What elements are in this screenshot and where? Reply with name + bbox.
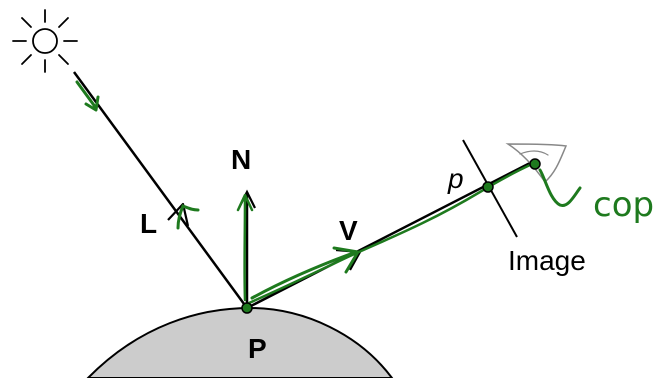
view-vector-annotation — [250, 246, 360, 300]
surface-sphere — [86, 306, 394, 378]
light-vector-annotation — [176, 204, 200, 230]
cop-label: cop — [593, 185, 654, 225]
normal-vector-annotation — [236, 193, 254, 302]
view-ray-annotation — [247, 163, 532, 305]
image-point-dot — [482, 181, 494, 193]
light-vector-label: L — [140, 208, 157, 239]
eye-icon — [505, 143, 568, 184]
view-vector-label: V — [339, 215, 358, 246]
image-point-label: p — [447, 163, 464, 194]
surface-point-dot — [241, 302, 253, 314]
normal-vector-label: N — [231, 144, 251, 175]
image-plane-label: Image — [508, 245, 586, 276]
light-ray — [72, 71, 249, 309]
light-ray-arrow-annotation — [75, 80, 100, 112]
sun-icon — [12, 9, 78, 73]
light-vector-arrowhead — [167, 202, 190, 227]
cop-pointer-annotation — [538, 168, 582, 207]
surface-point-label: P — [248, 333, 267, 364]
